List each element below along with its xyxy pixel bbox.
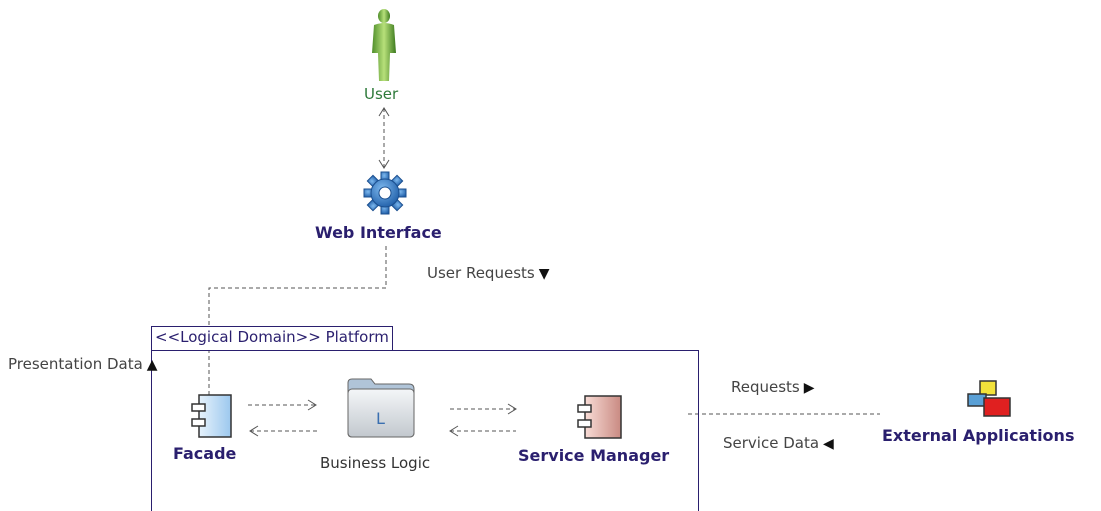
presentation-data-text: Presentation Data (8, 355, 143, 373)
presentation-data-label: Presentation Data▲ (8, 355, 158, 373)
web-facade-connector (208, 246, 387, 395)
facade-logic-connectors (248, 399, 318, 437)
platform-container-label: <<Logical Domain>> Platform (151, 326, 393, 350)
web-interface-label: Web Interface (315, 223, 442, 242)
user-icon (372, 9, 396, 81)
service-data-label: Service Data◀ (723, 434, 834, 452)
arrow-right-icon: ▶ (803, 380, 815, 396)
facade-label: Facade (173, 444, 237, 463)
external-applications-icon (967, 380, 1011, 417)
requests-label: Requests▶ (731, 378, 815, 396)
service-data-text: Service Data (723, 434, 820, 452)
component-icon (577, 395, 622, 439)
user-requests-label: User Requests▼ (427, 264, 549, 282)
arrow-left-icon: ◀ (823, 436, 834, 452)
business-logic-label: Business Logic (320, 454, 431, 472)
user-label: User (364, 85, 399, 103)
business-logic-icon-letter: L (376, 409, 385, 428)
user-web-connector (378, 107, 390, 169)
service-manager-label: Service Manager (518, 446, 670, 465)
logic-service-connectors (449, 403, 517, 437)
component-icon (191, 394, 232, 438)
external-applications-label: External Applications (882, 426, 1075, 445)
gear-icon (363, 171, 407, 215)
requests-text: Requests (731, 378, 800, 396)
folder-icon (347, 378, 415, 438)
platform-container (151, 350, 699, 511)
arrow-down-icon: ▼ (538, 266, 550, 282)
arrow-up-icon: ▲ (146, 357, 158, 373)
user-requests-text: User Requests (427, 264, 535, 282)
